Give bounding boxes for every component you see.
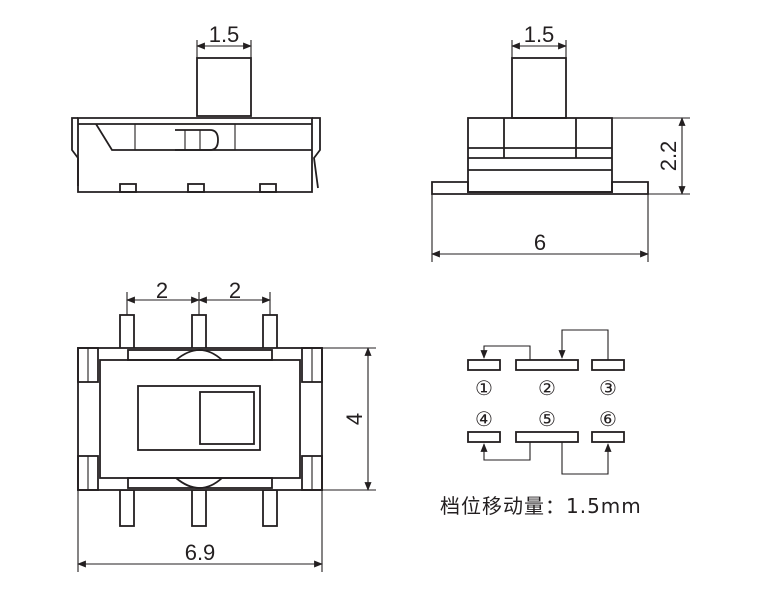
pin-2-label: ② xyxy=(538,376,556,400)
side-dim-height: 2.2 xyxy=(656,141,681,172)
side-view: 1.5 2.2 6 xyxy=(431,22,690,262)
side-actuator xyxy=(511,57,567,119)
pin-1-label: ① xyxy=(475,376,493,400)
top-slider-knob xyxy=(199,391,255,445)
side-body xyxy=(467,117,613,193)
circuit-schematic: ① ② ③ ④ ⑤ ⑥ 档位移动量：1.5mm xyxy=(440,329,642,518)
pin-3-label: ③ xyxy=(599,376,617,400)
front-dim-width: 1.5 xyxy=(209,22,240,47)
top-slider-window xyxy=(137,385,261,451)
pin-6-label: ⑥ xyxy=(599,407,617,431)
side-dim-width: 1.5 xyxy=(524,22,555,47)
top-view: 2 2 4 6. xyxy=(77,278,376,572)
pin-5-label: ⑤ xyxy=(538,407,556,431)
body-width-dim: 4 xyxy=(342,413,367,425)
pin-pitch-2: 2 xyxy=(229,278,241,303)
front-actuator xyxy=(196,57,252,117)
body-length-dim: 6.9 xyxy=(185,540,216,565)
side-dim-length: 6 xyxy=(534,230,546,255)
travel-note: 档位移动量：1.5mm xyxy=(440,494,642,518)
front-view: 1.5 xyxy=(71,22,321,193)
pin-4-label: ④ xyxy=(475,407,493,431)
pin-pitch-1: 2 xyxy=(156,278,168,303)
